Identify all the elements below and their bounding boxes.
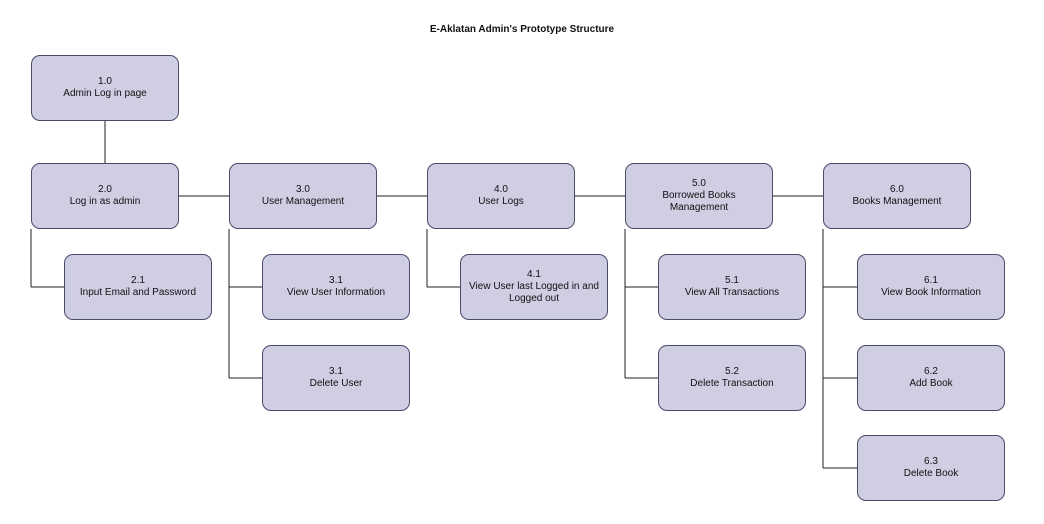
node-id: 2.0 (98, 184, 112, 195)
node-label: Borrowed Books Management (662, 190, 736, 213)
node-id: 1.0 (98, 76, 112, 87)
node-label: Delete Transaction (690, 378, 774, 389)
node-label: View Book Information (881, 287, 981, 298)
node-id: 3.0 (296, 184, 310, 195)
node-4-1-view-user-login-logout: 4.1 View User last Logged in and Logged … (460, 254, 608, 320)
node-id: 4.1 (527, 269, 541, 280)
node-5-2-delete-transaction: 5.2 Delete Transaction (658, 345, 806, 411)
node-id: 5.2 (725, 366, 739, 377)
node-label: User Logs (478, 196, 524, 207)
node-2-0-login-as-admin: 2.0 Log in as admin (31, 163, 179, 229)
node-6-2-add-book: 6.2 Add Book (857, 345, 1005, 411)
node-label: Log in as admin (69, 196, 141, 207)
node-label: View User last Logged in and Logged out (469, 281, 599, 304)
node-label: Admin Log in page (63, 88, 147, 99)
node-5-0-borrowed-books-management: 5.0 Borrowed Books Management (625, 163, 773, 229)
node-id: 5.1 (725, 275, 739, 286)
node-4-0-user-logs: 4.0 User Logs (427, 163, 575, 229)
node-6-1-view-book-information: 6.1 View Book Information (857, 254, 1005, 320)
node-label: Books Management (852, 196, 942, 207)
node-id: 3.1 (329, 275, 343, 286)
node-3-1-delete-user: 3.1 Delete User (262, 345, 410, 411)
node-5-1-view-all-transactions: 5.1 View All Transactions (658, 254, 806, 320)
node-id: 5.0 (692, 178, 706, 189)
node-id: 3.1 (329, 366, 343, 377)
node-2-1-input-email-password: 2.1 Input Email and Password (64, 254, 212, 320)
node-id: 4.0 (494, 184, 508, 195)
node-3-1-view-user-information: 3.1 View User Information (262, 254, 410, 320)
node-label: Add Book (909, 378, 953, 389)
node-6-3-delete-book: 6.3 Delete Book (857, 435, 1005, 501)
node-label: Delete User (309, 378, 363, 389)
node-1-0-admin-login-page: 1.0 Admin Log in page (31, 55, 179, 121)
diagram-title: E-Aklatan Admin's Prototype Structure (429, 24, 615, 35)
node-id: 6.2 (924, 366, 938, 377)
node-id: 6.1 (924, 275, 938, 286)
node-id: 2.1 (131, 275, 145, 286)
node-3-0-user-management: 3.0 User Management (229, 163, 377, 229)
node-label: View All Transactions (684, 287, 780, 298)
node-label: Input Email and Password (79, 287, 197, 298)
node-id: 6.3 (924, 456, 938, 467)
node-id: 6.0 (890, 184, 904, 195)
node-6-0-books-management: 6.0 Books Management (823, 163, 971, 229)
node-label: User Management (261, 196, 345, 207)
node-label: Delete Book (903, 468, 959, 479)
node-label: View User Information (286, 287, 386, 298)
